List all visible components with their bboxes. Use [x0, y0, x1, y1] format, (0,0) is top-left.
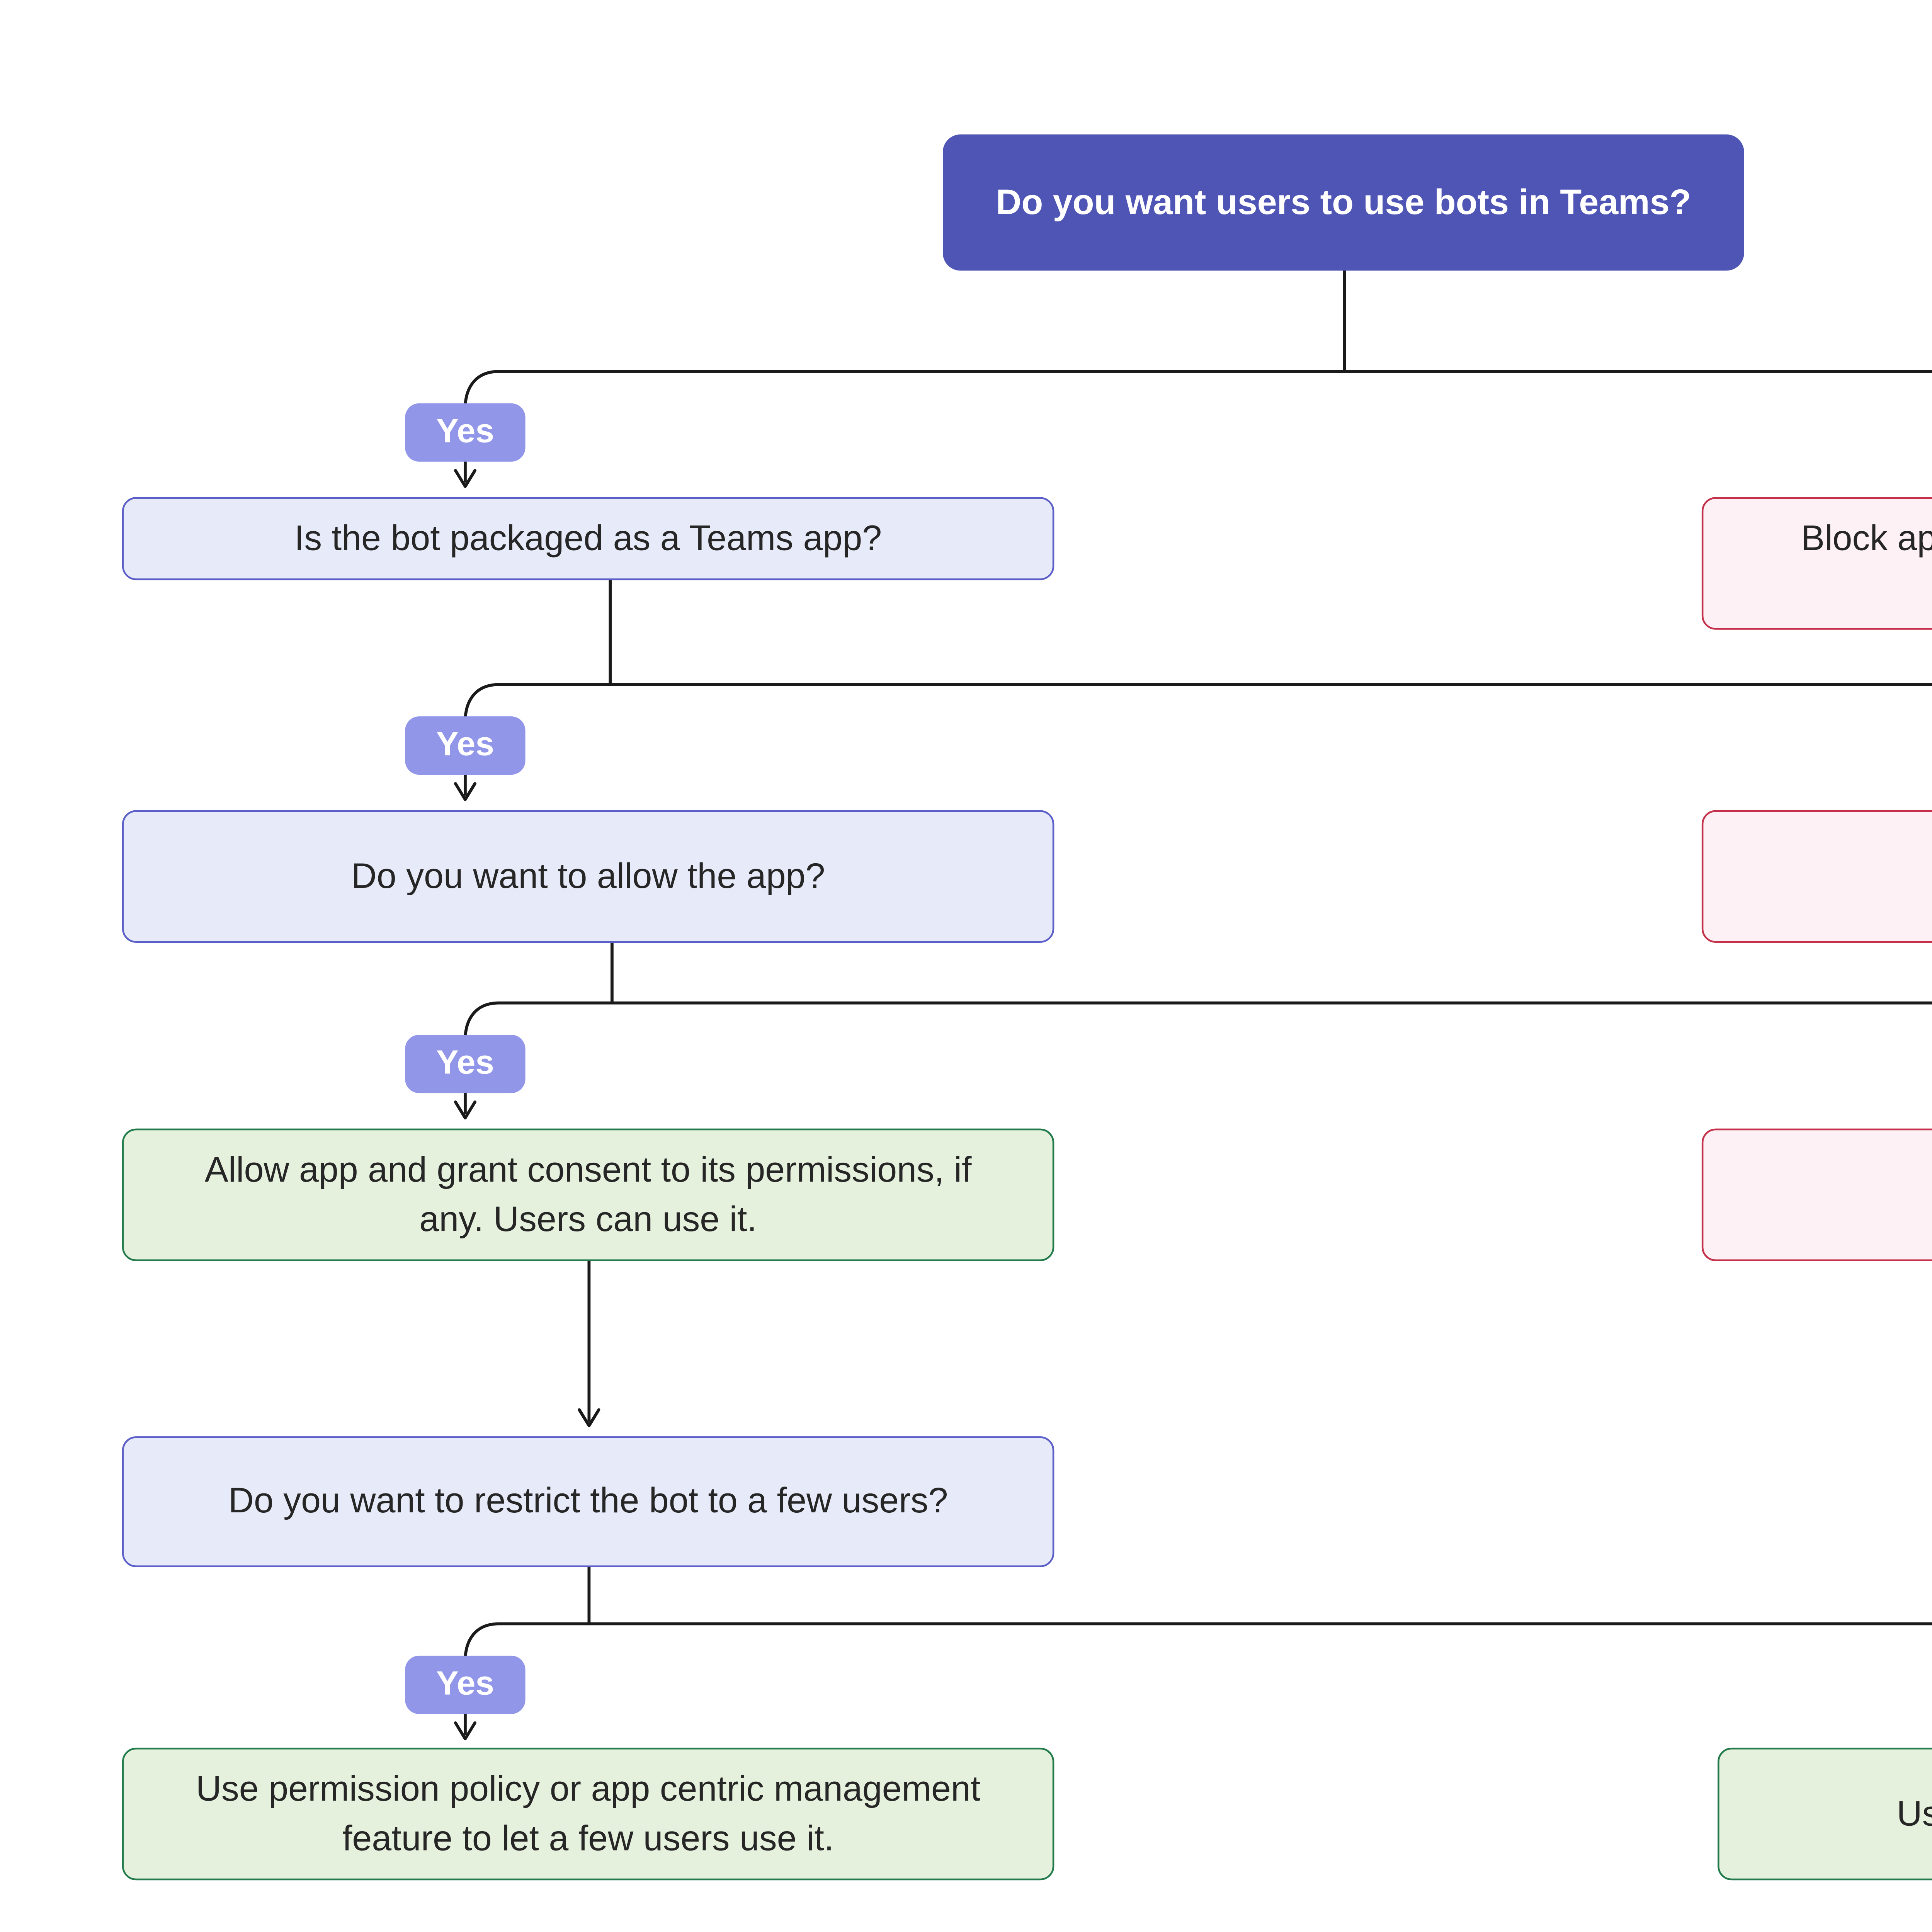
node-outcome-cant-use-2: Users can’t use it.	[1701, 1128, 1932, 1261]
node-root-question: Do you want users to use bots in Teams?	[942, 134, 1744, 271]
node-outcome-no-action: Users can use it. No action required.	[1718, 1747, 1932, 1881]
node-outcome-block-app: Block app containing the bot or disable …	[1701, 497, 1932, 630]
edge-label-yes-2: Yes	[405, 716, 526, 775]
node-label: Do you want to allow the app?	[351, 857, 825, 896]
node-outcome-permission-policy: Use permission policy or app centric man…	[122, 1747, 1054, 1881]
node-label: Block app containing the bot or disable …	[1801, 519, 1932, 558]
edge-label-yes-3: Yes	[405, 1035, 526, 1094]
node-label: Is the bot packaged as a Teams app?	[294, 519, 882, 558]
node-question-restrict-users: Do you want to restrict the bot to a few…	[122, 1436, 1054, 1567]
edge-label-yes-4: Yes	[405, 1655, 526, 1714]
node-label: Allow app and grant consent to its permi…	[204, 1150, 972, 1239]
node-outcome-cant-use-1: Users can’t use it.	[1701, 810, 1932, 943]
node-question-packaged: Is the bot packaged as a Teams app?	[122, 497, 1054, 580]
node-label: Use permission policy or app centric man…	[196, 1770, 981, 1858]
node-label: Users can use it. No action required.	[1896, 1794, 1932, 1833]
node-outcome-allow-and-grant: Allow app and grant consent to its permi…	[122, 1128, 1054, 1261]
node-question-allow-app: Do you want to allow the app?	[122, 810, 1054, 943]
edge-label-yes-1: Yes	[405, 403, 526, 462]
node-label: Do you want users to use bots in Teams?	[996, 183, 1691, 222]
node-label: Do you want to restrict the bot to a few…	[228, 1482, 948, 1521]
